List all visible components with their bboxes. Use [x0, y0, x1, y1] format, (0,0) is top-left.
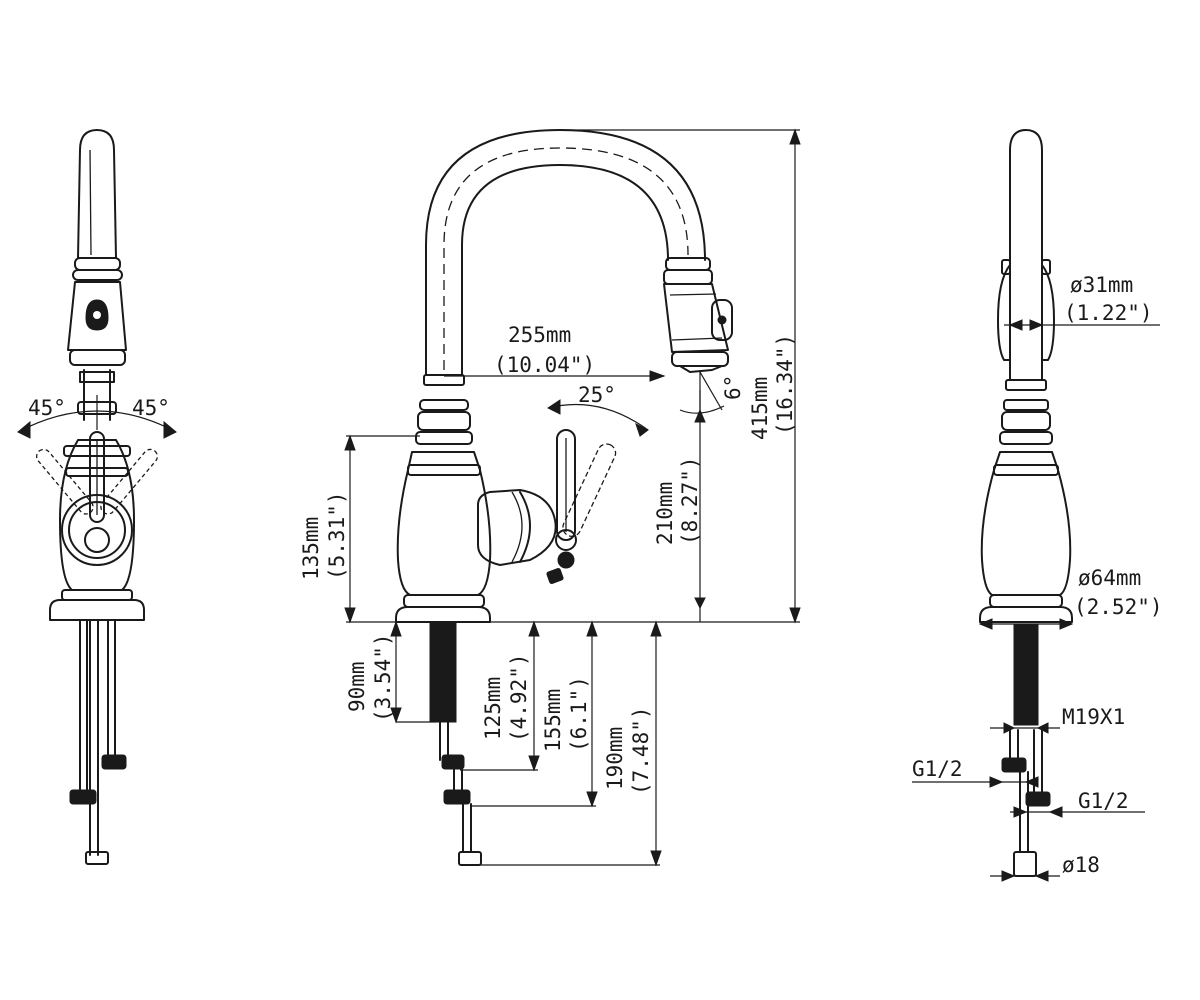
- dim-neck-diameter-in: (1.22"): [1064, 301, 1153, 325]
- dim-90-in: (3.54"): [371, 633, 395, 722]
- dim-415-mm: 415mm: [748, 377, 772, 440]
- handle-angle-label: 25°: [578, 383, 616, 407]
- dim-190-in: (7.48"): [629, 706, 653, 795]
- dim-125-mm: 125mm: [481, 677, 505, 740]
- dim-155-in: (6.1"): [567, 676, 591, 752]
- dim-base-diameter-mm: ø64mm: [1078, 566, 1141, 590]
- dim-pipe-diameter-label: ø18: [1062, 853, 1100, 877]
- angle-label-left: 45°: [28, 396, 66, 420]
- dim-155-mm: 155mm: [541, 689, 565, 752]
- angle-label-right: 45°: [132, 396, 170, 420]
- dim-125-in: (4.92"): [507, 653, 531, 742]
- dim-190-mm: 190mm: [603, 727, 627, 790]
- dim-90-mm: 90mm: [345, 661, 369, 712]
- end-view: ø31mm (1.22") ø64mm (2.52") M19X1: [912, 129, 1163, 882]
- dim-neck-diameter-mm: ø31mm: [1070, 273, 1133, 297]
- dim-210-mm: 210mm: [653, 482, 677, 545]
- dim-g-right-label: G1/2: [1078, 789, 1129, 813]
- dim-210-in: (8.27"): [678, 456, 702, 545]
- dim-thread-label: M19X1: [1062, 705, 1125, 729]
- dim-255-in: (10.04"): [494, 353, 595, 377]
- spout-angle-label: 6°: [721, 375, 745, 400]
- dim-135-in: (5.31"): [325, 491, 349, 580]
- dim-135-mm: 135mm: [299, 517, 323, 580]
- side-view: 25° 415mm (16.34") 210mm (8.27"): [299, 128, 801, 867]
- dim-415-in: (16.34"): [773, 334, 797, 435]
- front-view: 45° 45°: [17, 129, 177, 865]
- dim-base-diameter-in: (2.52"): [1074, 595, 1163, 619]
- dim-g-left-label: G1/2: [912, 757, 963, 781]
- dim-255-mm: 255mm: [508, 323, 571, 347]
